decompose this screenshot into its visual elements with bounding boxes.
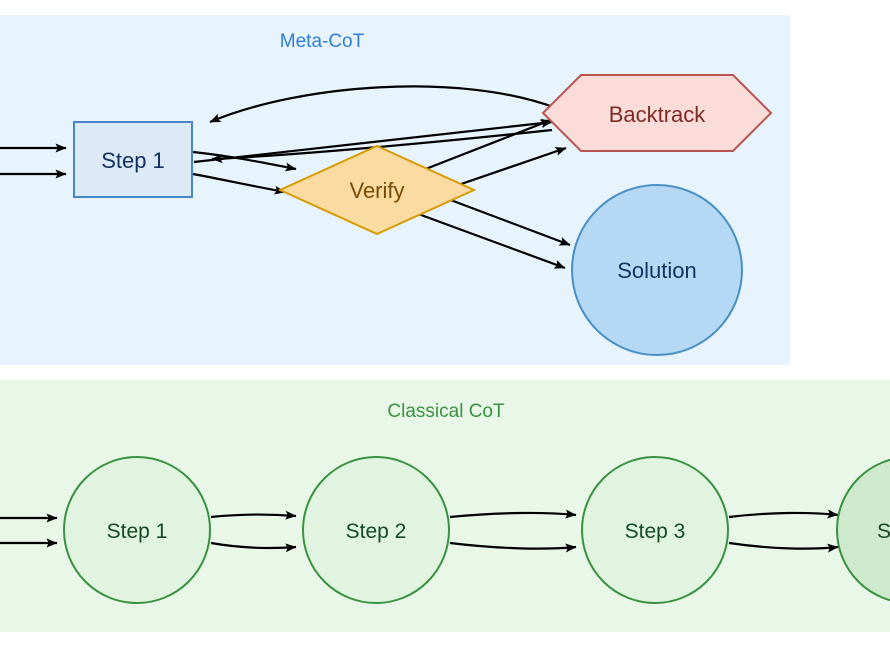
cstep4-circle-shape[interactable] — [836, 457, 890, 603]
edge-verify-to-backtrack — [417, 118, 552, 174]
cstep2-label: Step 2 — [346, 520, 407, 543]
meta-cot-edges — [0, 85, 571, 270]
solution-circle-shape[interactable] — [571, 184, 743, 356]
cstep1-circle-shape[interactable] — [63, 456, 211, 604]
cstep3-circle-shape[interactable] — [581, 456, 729, 604]
edge-step1-to-verify-upper — [192, 150, 297, 172]
cstep1-label: Step 1 — [107, 520, 168, 543]
panel-meta-cot: Meta-CoT — [0, 15, 790, 365]
node-solution[interactable]: Solution — [571, 184, 743, 356]
node-cstep2[interactable]: Step 2 — [302, 456, 450, 604]
cstep4-label: S — [877, 520, 890, 543]
node-verify[interactable]: Verify — [277, 144, 477, 236]
step1-rect-shape[interactable] — [73, 121, 193, 198]
solution-label: Solution — [617, 258, 697, 283]
meta-cot-panel-label: Meta-CoT — [280, 31, 365, 52]
node-backtrack[interactable]: Backtrack — [541, 74, 773, 152]
node-cstep4[interactable]: S — [836, 457, 890, 603]
verify-label: Verify — [349, 178, 404, 203]
edge-cstep1-to-cstep2-upper — [210, 510, 297, 520]
backtrack-hexagon-shape[interactable] — [541, 74, 773, 152]
step1-label: Step 1 — [101, 148, 165, 173]
edge-step1-to-backtrack — [193, 118, 553, 164]
node-cstep1[interactable]: Step 1 — [63, 456, 211, 604]
edge-verify-to-solution-upper — [439, 194, 571, 247]
panel-classical-cot: Classical CoT S — [0, 380, 890, 632]
edge-verify-to-solution-lower — [412, 210, 566, 270]
cstep3-label: Step 3 — [625, 520, 686, 543]
backtrack-label: Backtrack — [609, 102, 707, 127]
edge-cstep2-to-cstep3-upper — [449, 509, 577, 519]
cstep2-circle-shape[interactable] — [302, 456, 450, 604]
edge-cstep1-to-cstep2-lower — [210, 541, 297, 553]
node-step1-meta[interactable]: Step 1 — [73, 121, 193, 198]
classical-cot-panel-label: Classical CoT — [387, 401, 505, 422]
verify-diamond-shape[interactable] — [277, 144, 477, 236]
edge-cstep2-to-cstep3-lower — [449, 541, 577, 553]
edge-backtrack-to-step1-curve-upper — [209, 85, 557, 124]
classical-cot-edges — [0, 509, 839, 553]
edge-cstep3-to-cstep4-lower — [728, 541, 839, 553]
edge-cstep3-to-cstep4-upper — [728, 509, 839, 519]
node-cstep3[interactable]: Step 3 — [581, 456, 729, 604]
edge-step1-to-verify-lower — [192, 172, 286, 195]
